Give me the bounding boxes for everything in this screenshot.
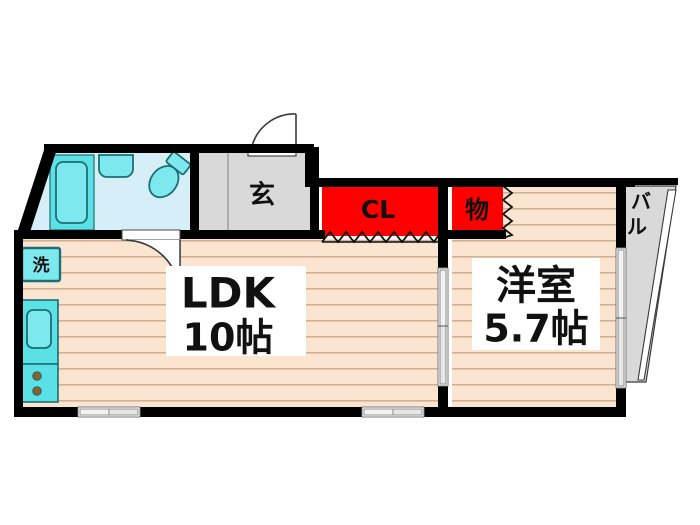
washitsu-label: 洋室 bbox=[496, 263, 576, 309]
room-storage: 物 bbox=[452, 186, 503, 236]
ldk-size: 10帖 bbox=[183, 316, 274, 360]
sliding-door-ldk-washitsu[interactable] bbox=[437, 267, 449, 387]
ldk-window-right[interactable] bbox=[361, 406, 425, 418]
ldk-label-group: LDK 10帖 bbox=[166, 266, 306, 360]
balcony-label-2: ル bbox=[627, 215, 647, 239]
washitsu-size: 5.7帖 bbox=[483, 307, 588, 351]
washitsu-label-group: 洋室 5.7帖 bbox=[472, 258, 600, 351]
closet-label: CL bbox=[361, 195, 395, 224]
washing-machine-space: 洗 bbox=[20, 246, 62, 283]
ldk-label: LDK bbox=[181, 269, 277, 318]
balcony-sliding-window[interactable] bbox=[615, 247, 627, 389]
toilet bbox=[148, 151, 192, 199]
closet-folding-door[interactable] bbox=[321, 230, 439, 244]
genkan-label: 玄 bbox=[249, 180, 275, 211]
washer-label: 洗 bbox=[33, 255, 50, 276]
room-corridor-strip bbox=[503, 186, 624, 238]
bathtub bbox=[49, 154, 95, 231]
storage-label: 物 bbox=[465, 196, 489, 224]
room-genkan: 玄 bbox=[195, 151, 313, 233]
balcony-label-1: バ bbox=[631, 190, 651, 214]
wash-basin bbox=[98, 154, 134, 178]
storage-folding-door[interactable] bbox=[501, 185, 514, 239]
kitchen-unit bbox=[19, 299, 59, 403]
ldk-window-left[interactable] bbox=[77, 406, 141, 418]
room-closet: CL bbox=[322, 186, 438, 236]
